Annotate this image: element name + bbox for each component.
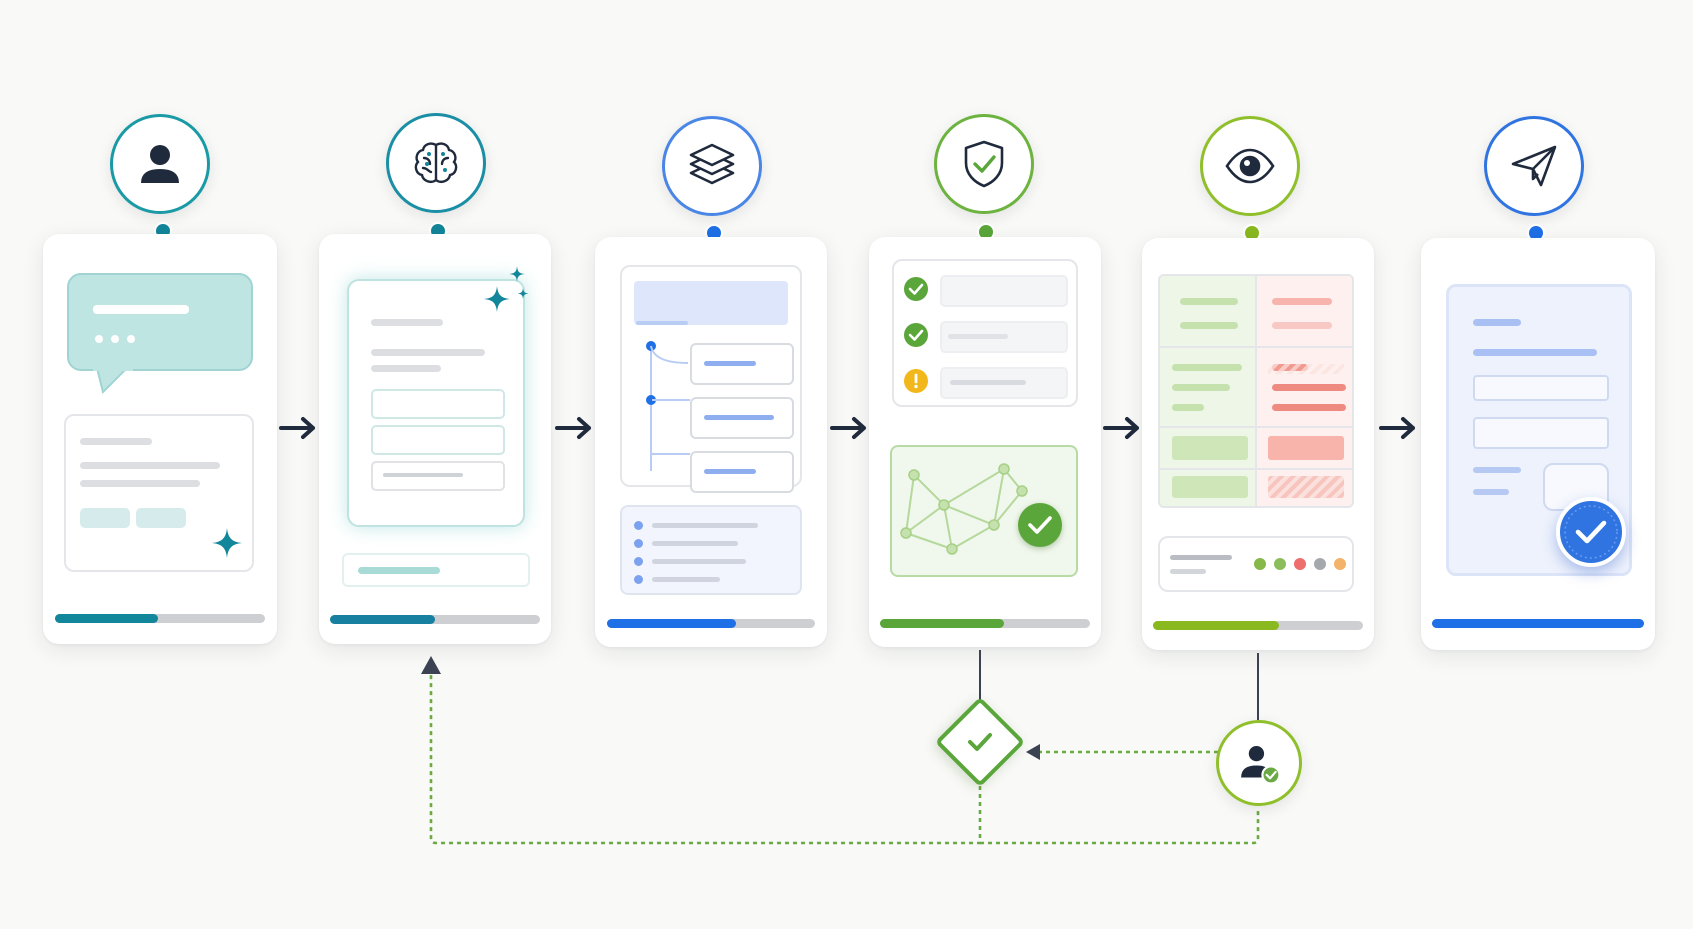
eye-icon xyxy=(1225,148,1275,184)
check-diamond-icon xyxy=(968,733,992,751)
sparkle-icon xyxy=(212,528,242,558)
status-dot xyxy=(1334,558,1346,570)
tree-panel xyxy=(620,265,802,493)
arrow-right-icon xyxy=(279,417,315,439)
shield-check-icon xyxy=(964,140,1004,188)
check-circle-icon xyxy=(1018,503,1062,547)
review-status-panel xyxy=(1158,536,1354,592)
checklist-panel xyxy=(892,259,1078,407)
arrow-right-icon xyxy=(1103,417,1139,439)
progress-review xyxy=(1153,621,1363,630)
layers-icon xyxy=(689,143,735,185)
chat-bubble-tail xyxy=(93,368,133,394)
comparison-grid xyxy=(1158,274,1354,508)
card-structure xyxy=(595,237,827,647)
arrow-right-icon xyxy=(830,417,866,439)
progress-publish xyxy=(1432,619,1644,628)
badge-structure xyxy=(662,116,762,216)
card-publish xyxy=(1421,238,1655,650)
graph-panel xyxy=(890,445,1078,577)
progress-structure xyxy=(607,619,815,628)
generated-doc-panel xyxy=(347,279,525,527)
card-ai xyxy=(319,234,551,644)
badge-review xyxy=(1200,116,1300,216)
badge-ai xyxy=(386,113,486,213)
user-icon xyxy=(141,145,179,183)
list-panel xyxy=(620,505,802,595)
card-input xyxy=(43,234,277,644)
sparkle-icon xyxy=(484,266,529,312)
status-dot xyxy=(1294,558,1306,570)
send-icon xyxy=(1511,145,1557,187)
network-graph-icon xyxy=(900,463,1028,555)
status-dot xyxy=(1314,558,1326,570)
brain-icon xyxy=(414,142,458,183)
badge-publish xyxy=(1484,116,1584,216)
tree-branch-line xyxy=(650,345,689,364)
badge-validate xyxy=(934,114,1034,214)
user-check-icon xyxy=(1241,745,1281,785)
check-icon xyxy=(904,323,928,347)
card-review xyxy=(1142,238,1374,650)
chat-bubble xyxy=(67,273,253,371)
progress-validate xyxy=(880,619,1090,628)
badge-input xyxy=(110,114,210,214)
progress-input xyxy=(55,614,265,623)
status-dots xyxy=(1254,558,1354,572)
warning-icon xyxy=(904,369,928,393)
check-icon xyxy=(904,277,928,301)
arrow-right-icon xyxy=(1379,417,1415,439)
verified-badge-icon xyxy=(1556,497,1626,567)
input-form-panel xyxy=(64,414,254,572)
generate-status-panel xyxy=(342,553,530,587)
card-validate xyxy=(869,237,1101,647)
arrow-right-icon xyxy=(555,417,591,439)
progress-ai xyxy=(330,615,540,624)
approver-badge xyxy=(1216,720,1302,806)
status-dot xyxy=(1254,558,1266,570)
status-dot xyxy=(1274,558,1286,570)
